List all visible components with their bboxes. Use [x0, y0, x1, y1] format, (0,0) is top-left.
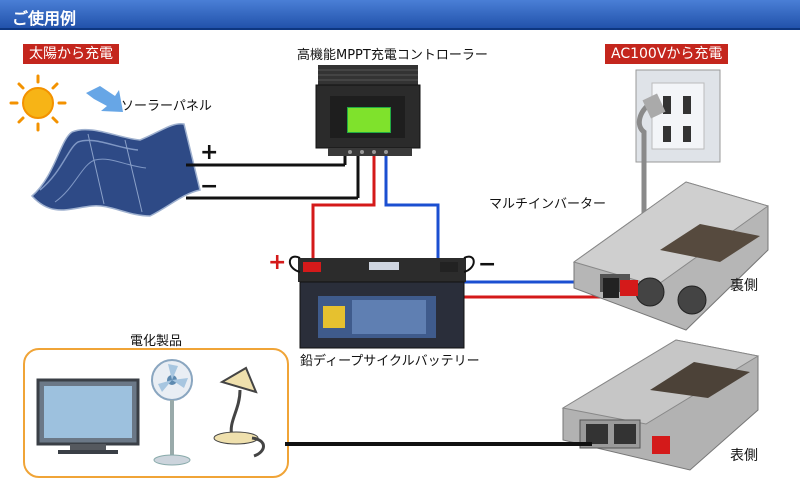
solar-charge-tag: 太陽から充電	[23, 44, 119, 64]
solar-panel-icon	[30, 123, 201, 217]
wall-outlet-icon	[635, 69, 721, 163]
panel-plus-sign: +	[200, 140, 219, 165]
header-bar: ご使用例	[0, 0, 800, 30]
charge-controller-icon	[315, 65, 421, 156]
panel-minus-sign: −	[200, 174, 219, 199]
fan-icon	[151, 359, 193, 466]
controller-display	[347, 107, 391, 133]
header-underline	[0, 28, 800, 30]
tv-icon	[36, 378, 140, 454]
battery-label: 鉛ディープサイクルバッテリー	[300, 354, 480, 369]
inverter-front-icon	[561, 339, 760, 471]
sun-icon	[9, 74, 67, 132]
battery-plus-sign: +	[268, 250, 287, 275]
battery-icon	[288, 255, 475, 349]
inverter-label: マルチインバーター	[489, 197, 607, 212]
ac-charge-tag: AC100Vから充電	[605, 44, 729, 64]
panel-cables	[186, 150, 360, 200]
controller-label: 高機能MPPT充電コントローラー	[297, 48, 488, 63]
front-side-label: 表側	[730, 448, 758, 464]
sunlight-arrow-icon	[86, 86, 123, 112]
header-title: ご使用例	[12, 9, 77, 28]
desk-lamp-icon	[213, 366, 265, 458]
appliances-label: 電化製品	[130, 334, 183, 349]
solar-panel-label: ソーラーパネル	[121, 99, 212, 114]
back-side-label: 裏側	[730, 278, 758, 294]
battery-minus-sign: −	[478, 252, 497, 277]
inverter-back-icon	[572, 181, 770, 331]
